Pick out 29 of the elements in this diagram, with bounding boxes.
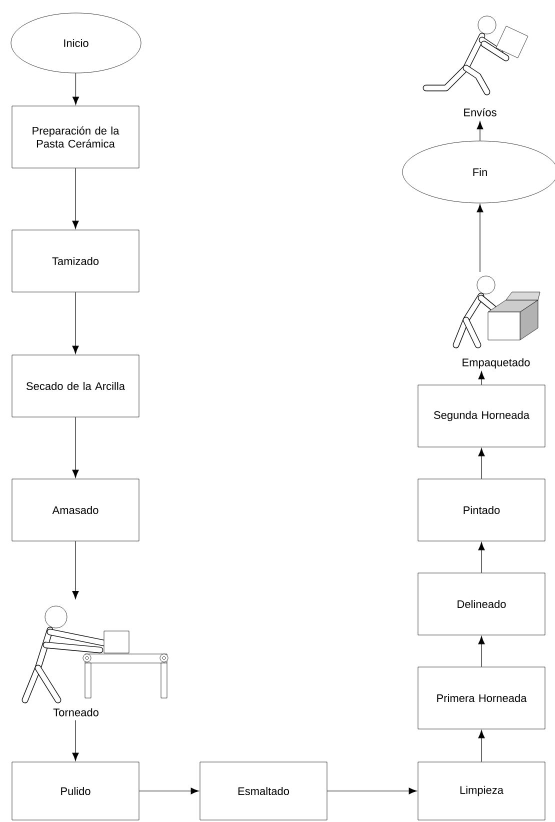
arrow [478, 542, 485, 574]
process-box: Segunda Horneada [418, 384, 546, 448]
process-box: Limpieza [418, 762, 546, 820]
process-box: Amasado [12, 478, 140, 542]
process-box: Secado de la Arcilla [12, 354, 140, 418]
arrow [72, 292, 79, 354]
arrow [476, 121, 484, 142]
step-label: Envíos [464, 108, 496, 116]
process-box: Pulido [12, 762, 140, 820]
arrow [326, 788, 417, 794]
process-box: Delineado [418, 572, 546, 636]
arrow [138, 788, 199, 794]
arrow [478, 636, 485, 668]
process-box: Preparación de la Pasta Cerámica [12, 106, 140, 168]
process-box: Tamizado [12, 230, 140, 292]
arrow [476, 204, 484, 272]
arrow [478, 730, 485, 762]
arrow [478, 448, 485, 480]
process-box: Pintado [418, 478, 546, 542]
step-label: Torneado [53, 708, 98, 716]
arrow [72, 168, 79, 229]
process-box: Esmaltado [200, 762, 328, 820]
process-box: Primera Horneada [418, 666, 546, 730]
arrow [72, 720, 79, 761]
step-label: Empaquetado [462, 358, 530, 368]
arrow [478, 371, 485, 386]
arrow [72, 72, 80, 105]
arrow [72, 416, 79, 478]
arrow [72, 540, 79, 600]
